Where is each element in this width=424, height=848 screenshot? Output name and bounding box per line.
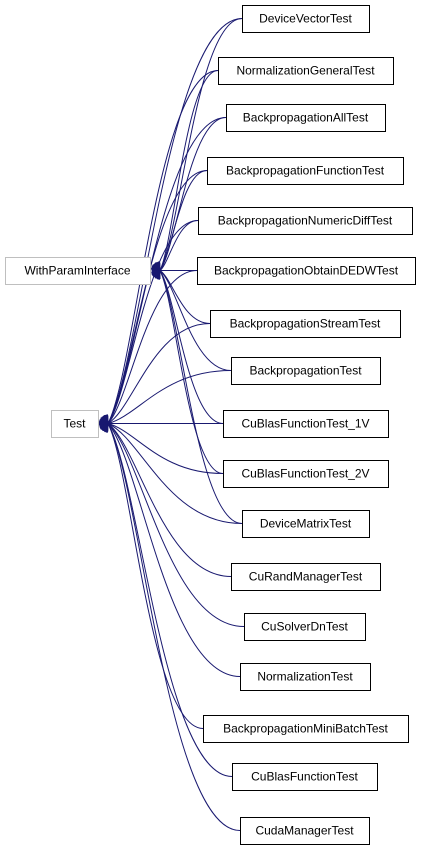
class-label: DeviceVectorTest [259,12,352,26]
inheritance-edge-ngt-to-test [108,70,219,424]
inheritance-edge-bmbt-to-test [108,424,204,729]
class-box [242,5,370,33]
inheritance-edge-csdt-to-test [108,424,245,627]
inheritance-edge-bat-to-withparam [160,117,227,271]
class-label: BackpropagationFunctionTest [226,164,385,178]
class-node-cbf1[interactable]: CuBlasFunctionTest_1V [223,410,389,438]
class-node-ngt[interactable]: NormalizationGeneralTest [218,57,394,85]
class-node-cmt[interactable]: CudaManagerTest [240,817,370,845]
class-label: DeviceMatrixTest [260,517,352,531]
inheritance-edge-cmt-to-test [108,424,241,831]
inheritance-edge-dvt-to-withparam [160,18,243,271]
inheritance-edge-dmt-to-test [108,424,243,524]
class-box [242,510,370,538]
class-label: BackpropagationAllTest [243,111,369,125]
inheritance-edge-bst-to-test [108,323,211,424]
class-box [203,715,409,743]
class-label: BackpropagationMiniBatchTest [223,722,388,736]
inheritance-edge-crmt-to-test [108,424,232,577]
class-label: NormalizationGeneralTest [236,64,375,78]
class-box [5,257,151,285]
class-label: CudaManagerTest [255,824,354,838]
class-box [198,207,413,235]
edge-layer [108,18,245,831]
class-label: CuSolverDnTest [261,620,348,634]
inheritance-edge-dmt-to-withparam [160,271,243,524]
class-box [231,357,381,385]
class-label: CuBlasFunctionTest_1V [241,417,369,431]
class-node-bndt[interactable]: BackpropagationNumericDiffTest [198,207,413,235]
inheritance-edge-dvt-to-test [108,18,243,424]
class-box [197,257,416,285]
class-node-bodt[interactable]: BackpropagationObtainDEDWTest [197,257,416,285]
class-box [218,57,394,85]
class-label: CuRandManagerTest [249,570,363,584]
inheritance-edge-bt-to-test [108,370,232,424]
class-label: BackpropagationTest [249,364,362,378]
class-node-dvt[interactable]: DeviceVectorTest [242,5,370,33]
class-box [207,157,404,185]
class-label: WithParamInterface [24,264,130,278]
class-label: Test [63,417,86,431]
class-node-test[interactable]: Test [51,410,99,438]
class-box [223,460,389,488]
class-node-withparam[interactable]: WithParamInterface [5,257,151,285]
class-label: BackpropagationStreamTest [230,317,381,331]
class-label: BackpropagationObtainDEDWTest [214,264,399,278]
inheritance-edge-bt-to-withparam [160,271,232,371]
inheritance-edge-ngt-to-withparam [160,70,219,271]
class-node-bat[interactable]: BackpropagationAllTest [226,104,386,132]
class-box [240,817,370,845]
class-box [240,663,371,691]
class-node-cbf2[interactable]: CuBlasFunctionTest_2V [223,460,389,488]
inheritance-edge-bft-to-withparam [160,170,208,271]
class-label: CuBlasFunctionTest [251,770,358,784]
inheritance-edge-nt-to-test [108,424,241,677]
class-node-bmbt[interactable]: BackpropagationMiniBatchTest [203,715,409,743]
class-label: CuBlasFunctionTest_2V [241,467,369,481]
class-box [210,310,401,338]
inheritance-edge-cbf2-to-withparam [160,271,224,474]
class-box [223,410,389,438]
class-label: NormalizationTest [257,670,353,684]
class-node-bst[interactable]: BackpropagationStreamTest [210,310,401,338]
inheritance-edge-cbf2-to-test [108,424,224,474]
class-node-crmt[interactable]: CuRandManagerTest [231,563,381,591]
class-node-bt[interactable]: BackpropagationTest [231,357,381,385]
class-node-bft[interactable]: BackpropagationFunctionTest [207,157,404,185]
inheritance-edge-bodt-to-test [108,270,198,424]
class-node-nt[interactable]: NormalizationTest [240,663,371,691]
class-box [226,104,386,132]
class-box [244,613,366,641]
class-node-dmt[interactable]: DeviceMatrixTest [242,510,370,538]
class-box [231,563,381,591]
class-node-csdt[interactable]: CuSolverDnTest [244,613,366,641]
inheritance-edge-bndt-to-withparam [160,220,199,271]
class-box [232,763,378,791]
class-label: BackpropagationNumericDiffTest [218,214,393,228]
inheritance-edge-cbf1-to-withparam [160,271,224,424]
inheritance-edge-bndt-to-test [108,220,199,424]
class-node-cbft[interactable]: CuBlasFunctionTest [232,763,378,791]
class-box [51,410,99,438]
